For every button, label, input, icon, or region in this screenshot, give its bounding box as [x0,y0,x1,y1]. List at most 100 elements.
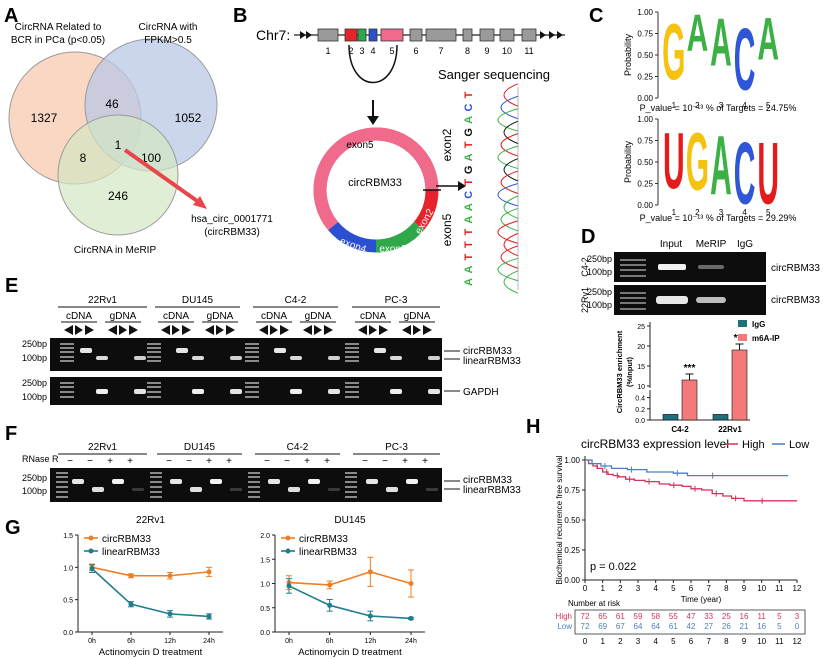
ring-center-label: circRBM33 [348,177,402,189]
data-point [367,569,373,575]
ladder-band [248,486,260,488]
risk-xtick-label: 4 [653,637,658,646]
ladder-band [60,360,74,362]
ladder-band [345,382,359,384]
xtick-label: 1 [600,584,605,593]
risk-value: 21 [740,622,749,631]
band-circ-rnase [308,479,320,484]
panel-a: A CircRNA Related to BCR in PCa (p<0.05)… [4,5,273,256]
ladder-band [56,472,68,474]
risk-row-label: Low [557,622,572,631]
ladder-band [147,391,161,393]
rnase-sign: + [107,456,113,467]
panel-c-letter: C [589,5,603,27]
panel-f: F RNase R22Rv1−−++DU145−−++C4-2−−++PC-3−… [5,423,521,502]
band-label-circ: circRBM33 [463,346,512,357]
legend-marker [88,535,94,541]
risk-xtick-label: 5 [671,637,676,646]
band-linear-mock [288,487,300,492]
template-label: cDNA [360,311,386,322]
motif-base: A [687,4,709,62]
motif-position: 3 [719,208,724,217]
risk-value: 47 [687,612,696,621]
xtick-label: 4 [653,584,658,593]
rnase-sign: − [186,456,192,467]
risk-value: 59 [634,612,643,621]
primer-divergent-icon [64,325,73,335]
xtick-label: 24h [203,638,215,645]
risk-value: 11 [758,612,767,621]
ladder-band [245,347,259,349]
ytick-label: 1.00 [564,456,580,465]
data-point [206,613,212,619]
venn-circle-merip [57,114,179,236]
ladder-band [345,360,359,362]
motif-position: 5 [766,101,771,110]
sequence-base: A [463,203,475,211]
band-gapdh-cdna [390,389,402,394]
ladder-band [345,486,357,488]
band-merip-c42 [698,265,724,269]
motif-ytick-label: 0.00 [637,94,653,103]
gene-direction-arrows [300,31,563,39]
sequence-base: A [463,278,475,286]
motif-position: 4 [742,101,747,110]
data-point [128,601,134,607]
legend-marker [285,535,291,541]
exon-box [317,28,339,42]
ladder-band [620,259,646,261]
ladder-band [56,496,68,498]
venn-count-bcr-only: 1327 [31,111,58,125]
ladder-band [150,481,162,483]
risk-xtick-label: 12 [793,637,802,646]
band-circ-mock [268,479,280,484]
direction-arrow [557,31,563,39]
risk-value: 61 [616,612,625,621]
xtick-label: 12h [164,638,176,645]
primer-arrow-icon [379,325,388,335]
band-gapdh-gdna [134,389,146,394]
band-label-linear: linearRBM33 [463,485,521,496]
rnase-sign: + [402,456,408,467]
exon-number: 6 [413,46,418,56]
legend-label: linearRBM33 [299,547,357,558]
panel-h-letter: H [526,416,540,438]
motif-ytick-label: 0.75 [637,137,653,146]
gel-e-marker-250-a: 250bp [22,339,47,349]
ladder-band [345,391,359,393]
gel-d-row-22rv1: 22Rv1 [580,287,590,313]
direction-arrow [300,31,306,39]
ladder-band [56,476,68,478]
ring-label-exon5: exon5 [346,140,374,151]
ladder-band [345,396,359,398]
motif-base: U [663,115,685,205]
band-input-c42 [658,264,686,270]
ytick-label: 25 [637,324,645,331]
trace-peak [500,95,519,120]
ytick-label: 0.5 [260,606,270,613]
exon-number: 8 [465,46,470,56]
motif-base: C [734,9,756,108]
risk-value: 72 [581,622,590,631]
ladder-band [248,472,260,474]
risk-value: 33 [704,612,713,621]
gel-d-marker-250-a: 250bp [587,254,612,264]
ladder-band [245,356,259,358]
backsplice-loop [348,44,398,84]
band-circ-cdna [80,348,92,353]
band-linear-cdna [390,356,402,360]
cell-line-label: PC-3 [385,295,408,306]
template-label: cDNA [261,311,287,322]
ytick-label: 0.0 [63,630,73,637]
chromosome-label: Chr7: [256,27,290,43]
motif-ytick-label: 0.25 [637,73,653,82]
band-circ-rnase [210,479,222,484]
band-circ-rnase [406,479,418,484]
gel-f-marker-250: 250bp [22,473,47,483]
venn-count-bcr-fpkm: 46 [105,97,119,111]
